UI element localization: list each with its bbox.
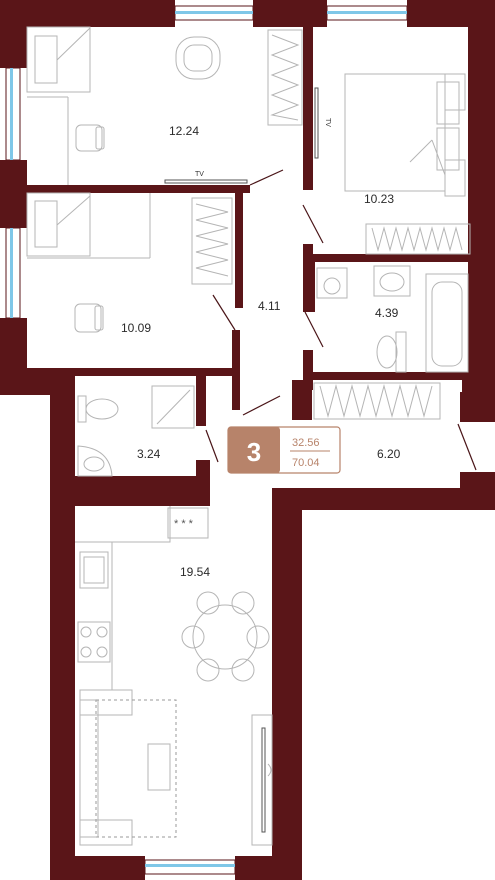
- area-bedroom-mid-left: 10.09: [121, 321, 151, 335]
- sofa: [79, 689, 177, 846]
- kitchen-sink: [79, 551, 109, 589]
- room-areas: 12.24 10.23 4.11 4.39 10.09 3.24 6.20 19…: [121, 124, 401, 579]
- bed-top-left: [26, 26, 91, 185]
- living-area: 32.56: [292, 437, 320, 449]
- area-bedroom-top-left: 12.24: [169, 124, 199, 138]
- area-storage: 6.20: [377, 447, 401, 461]
- toilet: [77, 395, 119, 423]
- tv-label: TV: [195, 171, 204, 178]
- area-kitchen-living: 19.54: [180, 565, 210, 579]
- bed-right: [344, 73, 466, 197]
- room-count: 3: [247, 437, 261, 467]
- windows: [5, 5, 408, 875]
- wardrobe-top-left: [267, 29, 303, 126]
- apartment-badge: 3 32.56 70.04: [227, 426, 341, 474]
- shower: [151, 385, 195, 429]
- bathroom-toilet: [376, 331, 407, 373]
- bathroom-sink: [373, 265, 411, 297]
- kitchen-counter: [75, 506, 171, 690]
- area-bathroom: 4.39: [375, 306, 399, 320]
- area-bedroom-right: 10.23: [364, 192, 394, 206]
- tv-right: TV: [314, 87, 331, 159]
- area-toilet: 3.24: [137, 447, 161, 461]
- doors: [205, 169, 477, 471]
- tv-stand: [251, 714, 273, 846]
- stove-label: * * *: [174, 518, 194, 530]
- total-area: 70.04: [292, 457, 320, 469]
- bed-mid-left: [26, 192, 151, 259]
- wardrobe-mid-left: [191, 197, 233, 285]
- toilet-sink: [77, 445, 113, 477]
- dining-table: [181, 591, 270, 682]
- cooktop: [77, 621, 111, 663]
- desk-chair-mid-left: [74, 303, 104, 333]
- desk-chair-top-left: [75, 124, 105, 152]
- bathtub: [425, 273, 469, 373]
- area-hall: 4.11: [258, 299, 281, 313]
- wardrobe-right: [365, 223, 471, 255]
- tv-label-right: TV: [324, 118, 331, 127]
- stove-hood: * * *: [167, 507, 209, 539]
- armchair: [175, 36, 221, 80]
- tv-top-left: TV: [164, 171, 248, 184]
- washing-machine: [316, 267, 348, 299]
- wardrobe-storage: [313, 382, 441, 420]
